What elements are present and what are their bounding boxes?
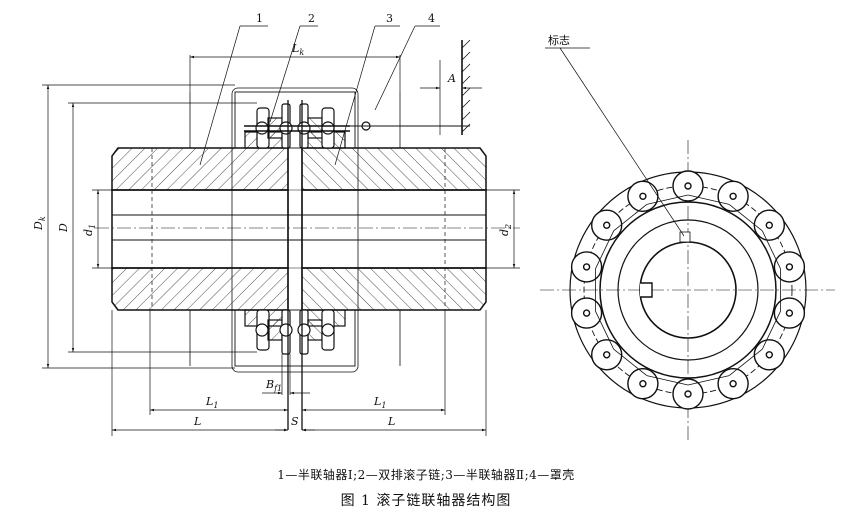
chain-pin	[765, 351, 773, 359]
chain-link-plate	[687, 375, 730, 386]
section-view	[42, 25, 520, 436]
label-L1-right: L1	[373, 395, 386, 410]
end-view	[540, 47, 835, 440]
chain-roller	[591, 339, 623, 371]
dim-D	[68, 102, 257, 353]
chain-pin	[639, 380, 647, 388]
label-mark: 标志	[548, 33, 570, 47]
label-L-left: L	[193, 415, 201, 428]
callout-4: 4	[428, 12, 435, 25]
figure-legend: 1—半联轴器Ⅰ;2—双排滚子链;3—半联轴器Ⅱ;4—罩壳	[277, 468, 575, 482]
chain-pin	[639, 192, 647, 201]
dim-d2	[486, 189, 520, 269]
chain-roller	[717, 180, 749, 213]
cover-housing	[189, 87, 401, 373]
chain-pin	[603, 351, 611, 359]
figure-title: 图 1 滚子链联轴器结构图	[340, 493, 512, 509]
label-Dk: Dk	[32, 216, 47, 231]
chain-roller	[570, 297, 603, 329]
chain-link-plate	[761, 230, 781, 270]
chain-link-plate	[728, 348, 763, 376]
label-S: S	[291, 415, 299, 428]
chain-pin	[729, 380, 737, 388]
label-d1: d1	[82, 224, 97, 236]
dim-Lk	[189, 55, 401, 92]
dim-A	[420, 60, 482, 135]
chain-link-plate	[687, 194, 730, 205]
chain-roller	[753, 209, 785, 241]
dim-L-S	[111, 310, 487, 436]
chain-roller	[627, 368, 659, 400]
chain-roller	[591, 209, 623, 241]
dim-d1	[92, 189, 112, 269]
label-D: D	[57, 223, 70, 233]
label-Bf1: Bf1	[265, 378, 282, 393]
chain-link-plate	[613, 348, 648, 376]
gap-lines	[287, 100, 303, 430]
chain-roller	[570, 251, 603, 283]
bore-lines	[112, 148, 486, 310]
reference-wall	[461, 39, 471, 135]
chain-pin	[684, 182, 692, 190]
chain-pin	[729, 192, 737, 201]
chain-pin	[785, 309, 794, 317]
chain-roller	[672, 170, 704, 202]
label-d2: d2	[498, 224, 513, 236]
label-Lk: Lk	[291, 42, 304, 57]
chain-pin	[684, 390, 692, 398]
double-roller-chain	[244, 103, 470, 355]
label-L-right: L	[387, 415, 395, 428]
chain-link-plate	[595, 230, 615, 270]
left-hub	[111, 131, 289, 327]
chain-link-plate	[761, 310, 781, 350]
chain-pin	[582, 309, 591, 317]
dim-Dk	[42, 84, 235, 369]
chain-pin	[765, 221, 773, 229]
right-hub	[301, 131, 487, 327]
callout-leaders	[199, 25, 440, 166]
chain-link-plate	[595, 310, 615, 350]
chain-roller	[627, 180, 659, 213]
chain-roller	[717, 368, 749, 400]
label-A: A	[447, 72, 456, 85]
chain-roller	[672, 378, 704, 410]
callout-1: 1	[256, 12, 263, 25]
chain-roller	[753, 339, 785, 371]
chain-pin	[582, 263, 591, 271]
chain-ring	[570, 170, 806, 410]
chain-link-plate	[646, 375, 689, 386]
chain-roller	[773, 297, 806, 329]
chain-link-plate	[728, 204, 763, 232]
label-L1-left: L1	[205, 395, 218, 410]
dim-Bf1	[262, 354, 310, 395]
callout-2: 2	[308, 12, 315, 25]
callout-3: 3	[386, 12, 393, 25]
chain-pin	[785, 263, 794, 271]
dim-L1	[149, 310, 446, 415]
chain-link-plate	[613, 204, 648, 232]
chain-pin	[603, 221, 611, 229]
chain-link-plate	[646, 194, 689, 205]
chain-roller	[773, 251, 806, 283]
